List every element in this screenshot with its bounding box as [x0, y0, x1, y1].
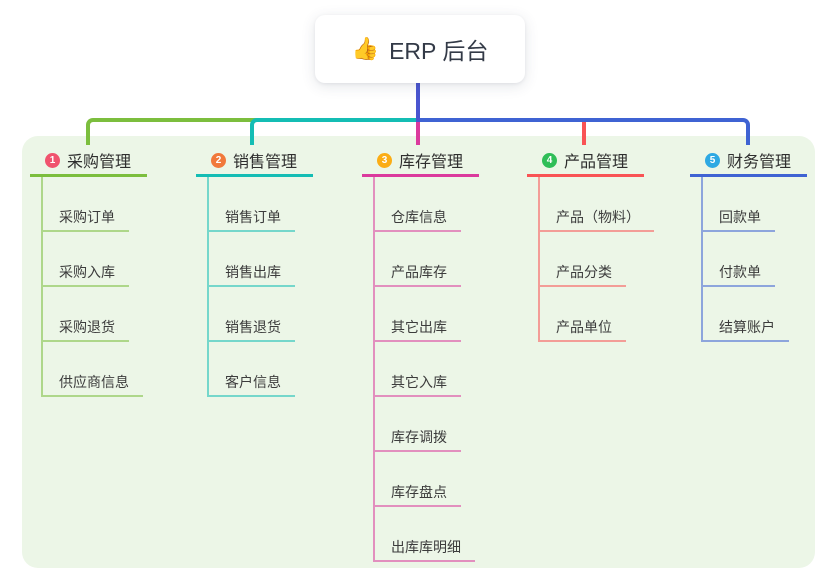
- connector-elbow-branch5: [418, 118, 750, 145]
- connector-drop-branch3: [416, 122, 420, 145]
- child-node[interactable]: 采购退货: [43, 287, 129, 342]
- child-node[interactable]: 仓库信息: [375, 177, 461, 232]
- child-node[interactable]: 采购订单: [43, 177, 129, 232]
- child-node[interactable]: 采购入库: [43, 232, 129, 287]
- child-node[interactable]: 库存调拨: [375, 397, 461, 452]
- child-node[interactable]: 产品单位: [540, 287, 626, 342]
- branch-header-2[interactable]: 2 销售管理: [196, 146, 313, 177]
- connector-root-stem: [416, 83, 420, 122]
- branch-column-5: 5 财务管理 回款单付款单结算账户: [690, 146, 807, 342]
- branches-panel: [22, 136, 815, 568]
- child-node[interactable]: 销售退货: [209, 287, 295, 342]
- branch-column-1: 1 采购管理 采购订单采购入库采购退货供应商信息: [30, 146, 147, 397]
- branch-number-badge: 2: [211, 152, 226, 168]
- child-node[interactable]: 产品分类: [540, 232, 626, 287]
- branch-header-4[interactable]: 4 产品管理: [527, 146, 644, 177]
- child-node[interactable]: 产品（物料）: [540, 177, 654, 232]
- branch-column-3: 3 库存管理 仓库信息产品库存其它出库其它入库库存调拨库存盘点出库库明细: [362, 146, 479, 562]
- root-node-erp[interactable]: 👍 ERP 后台: [315, 15, 525, 83]
- connector-elbow-branch2: [250, 118, 418, 145]
- child-node[interactable]: 其它出库: [375, 287, 461, 342]
- branch-header-1[interactable]: 1 采购管理: [30, 146, 147, 177]
- child-node[interactable]: 付款单: [703, 232, 775, 287]
- child-node[interactable]: 回款单: [703, 177, 775, 232]
- child-node[interactable]: 库存盘点: [375, 452, 461, 507]
- branch-number-badge: 5: [705, 152, 720, 168]
- child-node[interactable]: 供应商信息: [43, 342, 143, 397]
- child-node[interactable]: 其它入库: [375, 342, 461, 397]
- branch-title: 库存管理: [399, 154, 464, 171]
- child-node[interactable]: 销售出库: [209, 232, 295, 287]
- branch-children-list: 仓库信息产品库存其它出库其它入库库存调拨库存盘点出库库明细: [373, 177, 475, 562]
- connector-drop-branch4: [582, 122, 586, 145]
- child-node[interactable]: 结算账户: [703, 287, 789, 342]
- branch-children-list: 回款单付款单结算账户: [701, 177, 789, 342]
- branch-column-2: 2 销售管理 销售订单销售出库销售退货客户信息: [196, 146, 313, 397]
- branch-number-badge: 1: [45, 152, 60, 168]
- branch-title: 财务管理: [727, 154, 792, 171]
- child-node[interactable]: 客户信息: [209, 342, 295, 397]
- thumbs-up-icon: 👍: [351, 36, 380, 61]
- branch-children-list: 产品（物料）产品分类产品单位: [538, 177, 654, 342]
- branch-header-5[interactable]: 5 财务管理: [690, 146, 807, 177]
- branch-title: 产品管理: [564, 154, 629, 171]
- branch-column-4: 4 产品管理 产品（物料）产品分类产品单位: [527, 146, 654, 342]
- child-node[interactable]: 产品库存: [375, 232, 461, 287]
- branch-header-3[interactable]: 3 库存管理: [362, 146, 479, 177]
- branch-title: 销售管理: [233, 154, 298, 171]
- branch-number-badge: 4: [542, 152, 557, 168]
- branch-title: 采购管理: [67, 154, 132, 171]
- child-node[interactable]: 销售订单: [209, 177, 295, 232]
- branch-number-badge: 3: [377, 152, 392, 168]
- root-node-label: ERP 后台: [389, 38, 489, 64]
- branch-children-list: 销售订单销售出库销售退货客户信息: [207, 177, 295, 397]
- branch-children-list: 采购订单采购入库采购退货供应商信息: [41, 177, 143, 397]
- child-node[interactable]: 出库库明细: [375, 507, 475, 562]
